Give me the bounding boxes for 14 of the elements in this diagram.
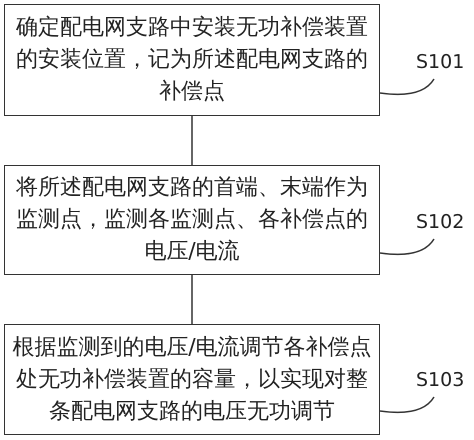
leader-line (380, 78, 435, 96)
step-number: S103 (416, 369, 464, 391)
connector-line (191, 116, 193, 165)
leader-line (380, 238, 435, 256)
leader-line (380, 396, 435, 414)
step-text: 确定配电网支路中安装无功补偿装置的安装位置，记为所述配电网支路的补偿点 (15, 14, 369, 106)
step-text: 根据监测到的电压/电流调节各补偿点处无功补偿装置的容量，以实现对整条配电网支路的电压无功调节 (11, 334, 373, 426)
connector-line (191, 275, 193, 324)
process-box (4, 324, 380, 435)
step-text: 将所述配电网支路的首端、末端作为监测点，监测各监测点、各补偿点的电压/电流 (15, 174, 369, 266)
process-box (4, 4, 380, 116)
step-number: S102 (416, 211, 464, 233)
step-number: S101 (416, 51, 464, 73)
process-box (4, 165, 380, 275)
